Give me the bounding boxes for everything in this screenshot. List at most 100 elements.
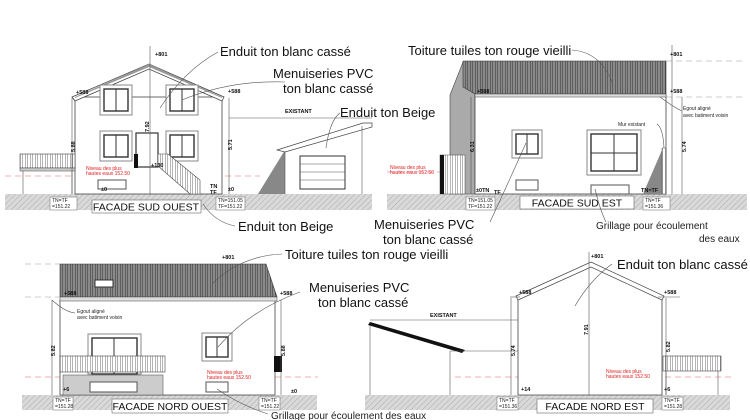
entry-door [135, 132, 159, 168]
roof-window [94, 279, 114, 288]
vent-grille [89, 381, 138, 393]
callout-menuiseries-2: ton blanc cassé [283, 81, 373, 96]
dim-right: 5.71 [228, 139, 234, 150]
stairs [439, 154, 466, 195]
level-zero-left: ±0 [101, 187, 107, 193]
ground-level-right-2: =151.28 [664, 404, 682, 410]
balcony-railing [59, 355, 166, 373]
level-eave-left: +588 [477, 89, 489, 95]
flood-label-2: hautes eaux 152.50 [606, 374, 650, 380]
ground-level-right-1: TN=TF [261, 398, 277, 404]
ground-level-right-2: =151.22 [261, 404, 279, 410]
ground-level-right-2: TF=151.22 [218, 204, 243, 210]
dim-right: 5.82 [666, 341, 672, 352]
facade-nord-ouest: +801 +588 +588 +6 ±0 5.82 5.88 Niveau de… [22, 247, 448, 420]
roof-tiles [462, 60, 667, 95]
callout-menuiseries-1: Menuiseries PVC [273, 66, 373, 81]
dim-right: 5.74 [682, 140, 688, 152]
door-light [134, 154, 138, 168]
level-zero: ±0TN [476, 188, 489, 194]
flood-label-1: Niveau des plus [207, 370, 243, 376]
callout-menuiseries-2: ton blanc cassé [383, 232, 473, 247]
callout-enduit-blanc: Enduit ton blanc cassé [220, 44, 351, 59]
level-eave-left: +588 [76, 90, 88, 96]
flood-label-2: hautes eaux 152.50 [207, 375, 251, 381]
vent-grille-2 [205, 381, 229, 393]
facade-nord-est: +801 +588 +588 +14 +6 5.74 7.91 5.82 Niv… [365, 252, 748, 414]
mur-existant-label: Mur existant [618, 122, 646, 128]
level-top: +801 [591, 254, 603, 260]
callout-toiture: Toiture tuiles ton rouge vieilli [408, 43, 571, 58]
roof-tiles [59, 263, 278, 298]
ground-level-right-2: =151.36 [645, 204, 663, 210]
level-eave-left: +588 [64, 291, 76, 297]
callout-grillage: Grillage pour écoulement des eaux [271, 411, 426, 420]
tn-label: TN [210, 184, 217, 190]
level-top: +801 [155, 52, 167, 58]
level-top: +801 [670, 52, 682, 58]
tf-label: TF [210, 190, 217, 196]
dim-left: 5.82 [51, 345, 57, 356]
roof-edge [71, 63, 225, 102]
ground-level-left-2: =151.36 [499, 404, 517, 410]
flood-label-2: hautes eaux 152.50 [86, 171, 130, 177]
level-zero-right: ±0 [228, 187, 234, 193]
callout-enduit-blanc: Enduit ton blanc cassé [617, 257, 748, 272]
level-left: +6 [63, 387, 69, 393]
existing-wall [661, 147, 667, 195]
ground-level-left-2: TF=151.22 [468, 204, 493, 210]
callout-menuiseries-1: Menuiseries PVC [374, 217, 474, 232]
dim-left: 6.31 [470, 141, 476, 152]
tf-label: TF [494, 190, 501, 196]
callout-menuiseries-1: Menuiseries PVC [309, 280, 409, 295]
dim-left: 5.88 [71, 141, 77, 152]
callout-toiture: Toiture tuiles ton rouge vieilli [285, 247, 448, 262]
tn-tf-right: TN=TF [641, 188, 659, 194]
ground-level-left-1: TN=TF [55, 398, 71, 404]
ground-level-right-1: TN=TF [664, 398, 680, 404]
facade-title: FACADE NORD EST [545, 401, 645, 413]
level-top: +801 [222, 255, 234, 261]
deck-railing [662, 355, 722, 372]
level-eave-left: +588 [519, 290, 531, 296]
callout-enduit-beige-top: Enduit ton Beige [340, 105, 435, 120]
dim-center: 7.91 [584, 324, 590, 335]
deck-railing [19, 153, 76, 169]
callout-grillage-2: des eaux [699, 234, 740, 245]
roof-edge [515, 261, 665, 301]
level-eave-right: +588 [670, 89, 682, 95]
egout-label-1: Egout aligné [77, 309, 105, 315]
facade-title: FACADE SUD EST [532, 198, 623, 210]
garage-existing [258, 122, 373, 194]
flood-label-1: Niveau des plus [606, 369, 642, 375]
egout-label-2: avec batiment voisin [77, 315, 123, 321]
dim-left: 5.74 [511, 344, 517, 356]
egout-label-2: avec batiment voisin [683, 113, 729, 119]
existant-label: EXISTANT [430, 313, 457, 319]
level-right: +6 [664, 387, 670, 393]
side-railing [274, 356, 282, 372]
facade-sud-ouest: +801 +588 +588 +130 ±0 ±0 5.88 7.92 5.71… [5, 44, 435, 234]
level-eave-right: +588 [664, 290, 676, 296]
flood-label-1: Niveau des plus [390, 165, 426, 171]
level-eave-right: +588 [280, 291, 292, 297]
level-right: ±0 [291, 389, 297, 395]
existing-building [368, 319, 518, 395]
flood-label-1: Niveau des plus [86, 166, 122, 172]
vent-grille [97, 179, 127, 190]
flood-label-2: hautes eaux 152.50 [390, 170, 434, 176]
ground-level-left-2: =151.28 [55, 404, 73, 410]
staircase [157, 153, 201, 195]
callout-grillage-1: Grillage pour écoulement [596, 221, 708, 232]
level-door: +130 [151, 163, 163, 169]
callout-enduit-beige-bottom: Enduit ton Beige [238, 219, 333, 234]
ground-level-left-1: TN=TF [52, 198, 68, 204]
existant-label: EXISTANT [285, 109, 312, 115]
ground-level-left-1: TN=151.05 [468, 198, 493, 204]
facade-sud-est: +801 +588 +588 ±0TN TF TN=TF 6.31 5.74 N… [374, 43, 747, 247]
callout-menuiseries-2: ton blanc cassé [318, 295, 408, 310]
level-left: +14 [521, 387, 531, 393]
dim-right: 5.88 [281, 345, 287, 356]
ground-level-right-1: TN=TF [645, 198, 661, 204]
